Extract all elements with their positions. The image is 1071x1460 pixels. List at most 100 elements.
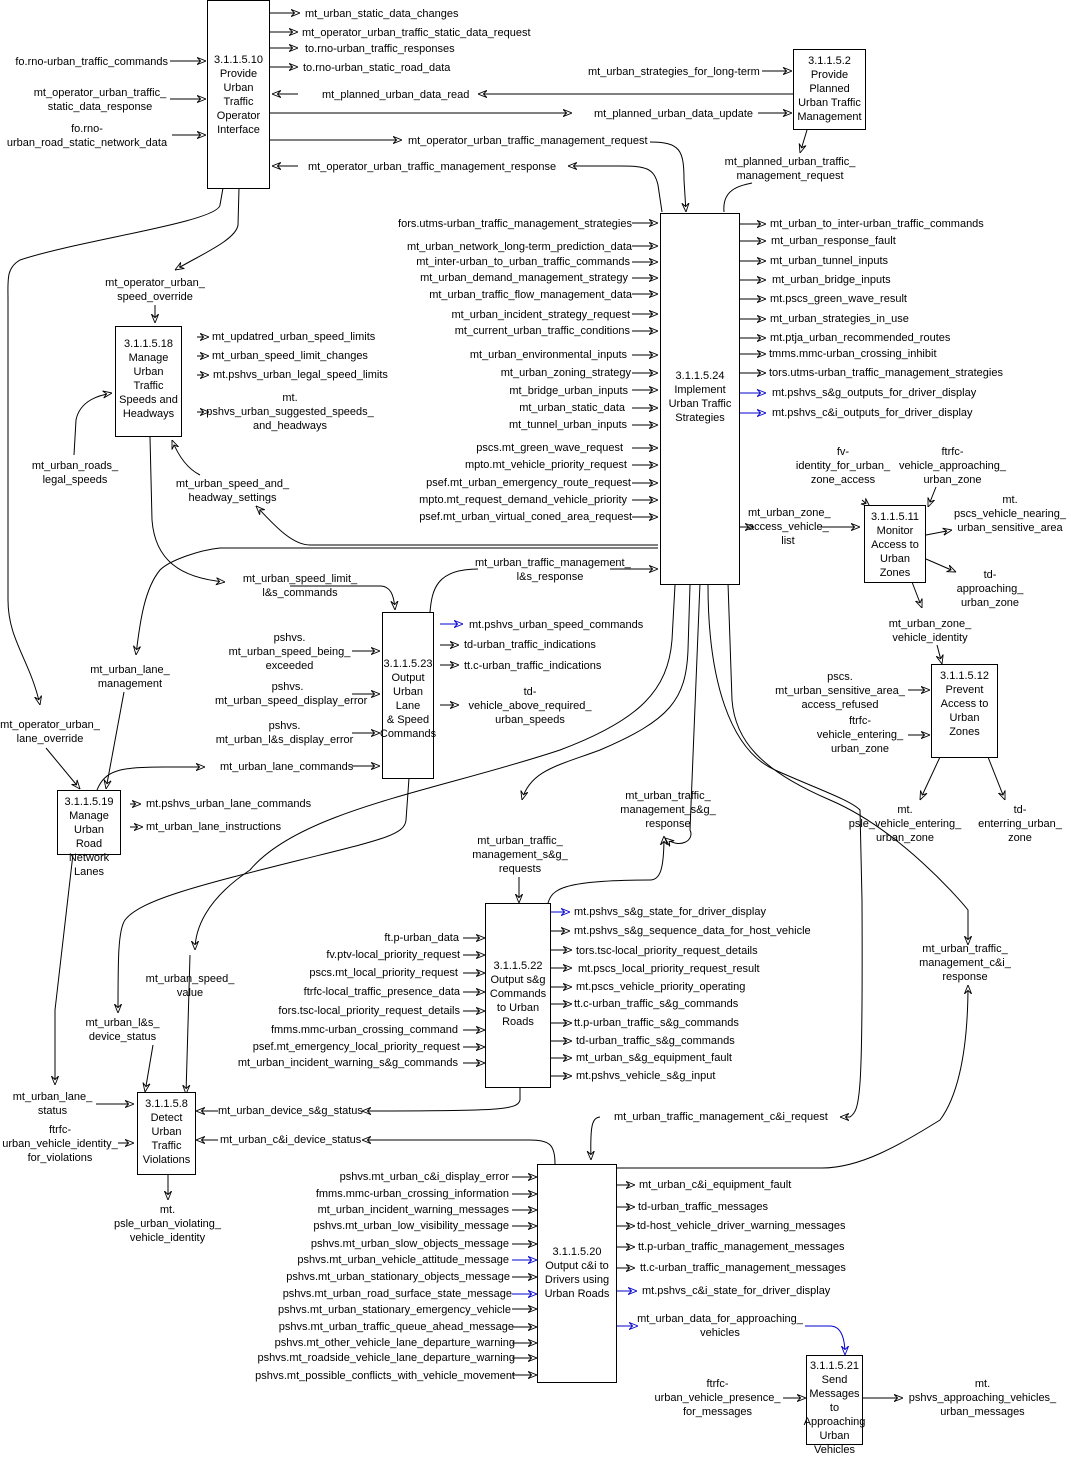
flow-label: mt_urban_traffic_management_ l&s_respons…: [475, 557, 631, 583]
flow-label: pshvs.mt_roadside_vehicle_lane_departure…: [257, 1352, 515, 1364]
flow-label: mt.pshvs_urban_legal_speed_limits: [213, 369, 388, 381]
process-3-1-1-5-2[interactable]: 3.1.1.5.2 Provide Planned Urban Traffic …: [793, 49, 866, 130]
process-3-1-1-5-8[interactable]: 3.1.1.5.8 Detect Urban Traffic Violation…: [137, 1092, 196, 1175]
flow-label: mt_urban_speed_limit_ l&s_commands: [242, 573, 358, 599]
flow-label: mt_urban_traffic_ management_s&g_ respon…: [620, 790, 716, 830]
flow-label: pshvs.mt_other_vehicle_lane_departure_wa…: [274, 1337, 515, 1349]
flow-label: fmms.mmc-urban_crossing_information: [315, 1188, 509, 1200]
flow-label: td-urban_traffic_messages: [638, 1201, 769, 1213]
flow-label: mt. pscs_vehicle_nearing_ urban_sensitiv…: [954, 494, 1066, 534]
flow-label: tt.c-urban_traffic_management_messages: [640, 1262, 846, 1274]
flow-label: to.rno-urban_traffic_responses: [305, 43, 455, 55]
flow-label: mt_urban_incident_warning_messages: [317, 1204, 509, 1216]
process-name: Output c&i to Drivers using Urban Roads: [544, 1260, 610, 1300]
flow-label: mt_urban_traffic_management_c&i_request: [614, 1111, 828, 1123]
flow-label: mt_planned_urban_traffic_ management_req…: [724, 156, 856, 182]
flow-label: mt_urban_strategies_for_long-term: [588, 66, 760, 78]
flow-label: mt_urban_speed_and_ headway_settings: [175, 478, 290, 504]
process-id: 3.1.1.5.12: [940, 670, 989, 682]
flow-label: td- enterring_urban_ zone: [978, 804, 1062, 844]
process-3-1-1-5-19[interactable]: 3.1.1.5.19 Manage Urban Road Network Lan…: [57, 790, 121, 878]
flow-label: mt_updatred_urban_speed_limits: [212, 331, 376, 343]
flow-label: ftrfc- urban_vehicle_presence_ for_messa…: [654, 1378, 781, 1418]
process-id: 3.1.1.5.10: [214, 54, 263, 66]
flow-label: pshvs.mt_urban_stationary_emergency_vehi…: [278, 1304, 511, 1316]
flow-label: pscs.mt_green_wave_request: [476, 442, 623, 454]
flow-label: mt_urban_traffic_ management_s&g_ reques…: [472, 835, 568, 875]
flow-label: ftrfc- urban_vehicle_identity_ for_viola…: [2, 1124, 118, 1164]
flow-label: tt.c-urban_traffic_s&g_commands: [574, 998, 739, 1010]
process-3-1-1-5-21[interactable]: 3.1.1.5.21 Send Messages to Approaching …: [804, 1355, 865, 1456]
process-id: 3.1.1.5.2: [808, 55, 851, 67]
flow-label: mt.pshvs_s&g_outputs_for_driver_display: [772, 387, 977, 399]
flow-label: fors.utms-urban_traffic_management_strat…: [398, 218, 632, 230]
flow-label: psef.mt_urban_virtual_coned_area_request: [419, 511, 632, 523]
process-3-1-1-5-18[interactable]: 3.1.1.5.18 Manage Urban Traffic Speeds a…: [115, 326, 182, 437]
process-id: 3.1.1.5.22: [493, 960, 543, 972]
process-name: Manage Urban Traffic Speeds and Headways: [119, 352, 178, 420]
flow-label: mt_urban_demand_management_strategy: [420, 272, 628, 284]
flow-label: mt.pscs_local_priority_request_result: [578, 963, 760, 975]
process-3-1-1-5-23[interactable]: 3.1.1.5.23 Output Urban Lane & Speed Com…: [380, 612, 436, 779]
process-id: 3.1.1.5.24: [675, 370, 725, 382]
flow-label: mt_operator_urban_traffic_static_data_re…: [302, 27, 531, 39]
flow-label: mt_urban_environmental_inputs: [469, 349, 627, 361]
process-id: 3.1.1.5.21: [810, 1360, 859, 1372]
flow-label: pshvs.mt_possible_conflicts_with_vehicle…: [255, 1370, 515, 1382]
flow-label: fmms.mmc-urban_crossing_command: [270, 1024, 458, 1036]
flow-label: mt.pshvs_c&i_state_for_driver_display: [642, 1285, 831, 1297]
flow-label: mt_urban_incident_strategy_request: [451, 309, 630, 321]
flow-label: mt_urban_speed_limit_changes: [212, 350, 368, 362]
process-name: Provide Planned Urban Traffic Management: [797, 69, 862, 123]
flow-label: mt_inter-urban_to_urban_traffic_commands: [416, 256, 630, 268]
flow-label: fo.rno-urban_traffic_commands: [15, 56, 168, 68]
process-3-1-1-5-22[interactable]: 3.1.1.5.22 Output s&g Commands to Urban …: [485, 903, 551, 1088]
flow-label: mpto.mt_request_demand_vehicle_priority: [419, 494, 627, 506]
flow-label: mt_urban_l&s_ device_status: [85, 1017, 160, 1043]
flow-label: mt_urban_to_inter-urban_traffic_commands: [770, 218, 984, 230]
flow-label: mt_urban_s&g_equipment_fault: [576, 1052, 732, 1064]
flow-label: mt.pshvs_vehicle_s&g_input: [576, 1070, 716, 1082]
flow-label: mt.pscs_vehicle_priority_operating: [576, 981, 746, 993]
flow-label: pshvs.mt_urban_c&i_display_error: [339, 1171, 509, 1183]
flow-label: mt_urban_lane_commands: [220, 761, 354, 773]
process-name: Output s&g Commands to Urban Roads: [489, 974, 547, 1028]
process-id: 3.1.1.5.18: [124, 338, 173, 350]
flow-label: mt_planned_urban_data_read: [322, 89, 470, 101]
process-id: 3.1.1.5.20: [552, 1246, 602, 1258]
flow-label: mt_urban_device_s&g_status: [218, 1105, 363, 1117]
flow-label: mt_planned_urban_data_update: [594, 108, 754, 120]
process-id: 3.1.1.5.23: [383, 658, 433, 670]
flow-label: mt.pshvs_urban_speed_commands: [469, 619, 644, 631]
flow-label: td-host_vehicle_driver_warning_messages: [637, 1220, 846, 1232]
process-3-1-1-5-10[interactable]: 3.1.1.5.10 Provide Urban Traffic Operato…: [207, 0, 270, 189]
flow-label: pshvs.mt_urban_traffic_queue_ahead_messa…: [278, 1321, 514, 1333]
flow-label: mt_urban_zoning_strategy: [500, 367, 631, 379]
flow-label: mt_urban_bridge_inputs: [772, 274, 891, 286]
process-name: Manage Urban Road Network Lanes: [68, 810, 110, 878]
flow-label: mt_operator_urban_traffic_management_res…: [308, 161, 557, 173]
flow-label: ftrfc- vehicle_approaching_ urban_zone: [898, 446, 1007, 486]
flow-label: fv.ptv-local_priority_request: [326, 949, 460, 961]
process-3-1-1-5-24[interactable]: 3.1.1.5.24 Implement Urban Traffic Strat…: [660, 213, 740, 585]
flow-label: td- vehicle_above_required_ urban_speeds: [468, 686, 592, 726]
flow-label: mt.ptja_urban_recommended_routes: [770, 332, 951, 344]
flow-label: pshvs.mt_urban_road_surface_state_messag…: [282, 1288, 512, 1300]
process-3-1-1-5-11[interactable]: 3.1.1.5.11 Monitor Access to Urban Zones: [864, 505, 926, 583]
flow-label: td-urban_traffic_indications: [464, 639, 596, 651]
process-name: Monitor Access to Urban Zones: [871, 525, 919, 579]
flow-label: mt_urban_data_for_approaching_ vehicles: [637, 1313, 803, 1339]
flow-label: mt_urban_network_long-term_prediction_da…: [406, 241, 632, 253]
flow-label: psef.mt_urban_emergency_route_request: [426, 477, 631, 489]
flow-label: mpto.mt_vehicle_priority_request: [464, 459, 627, 471]
flow-label: mt_urban_response_fault: [771, 235, 896, 247]
process-name: Provide Urban Traffic Operator Interface: [216, 68, 261, 136]
flow-label: ftrfc-local_traffic_presence_data: [303, 986, 460, 998]
flow-label: mt_urban_lane_ status: [12, 1091, 93, 1117]
process-3-1-1-5-20[interactable]: 3.1.1.5.20 Output c&i to Drivers using U…: [537, 1164, 617, 1383]
flow-label: mt_urban_zone_ vehicle_identity: [888, 618, 972, 644]
flow-label: mt. psle_vehicle_entering_ urban_zone: [848, 804, 962, 844]
flow-label: psef.mt_emergency_local_priority_request: [252, 1041, 460, 1053]
process-3-1-1-5-12[interactable]: 3.1.1.5.12 Prevent Access to Urban Zones: [931, 664, 998, 758]
